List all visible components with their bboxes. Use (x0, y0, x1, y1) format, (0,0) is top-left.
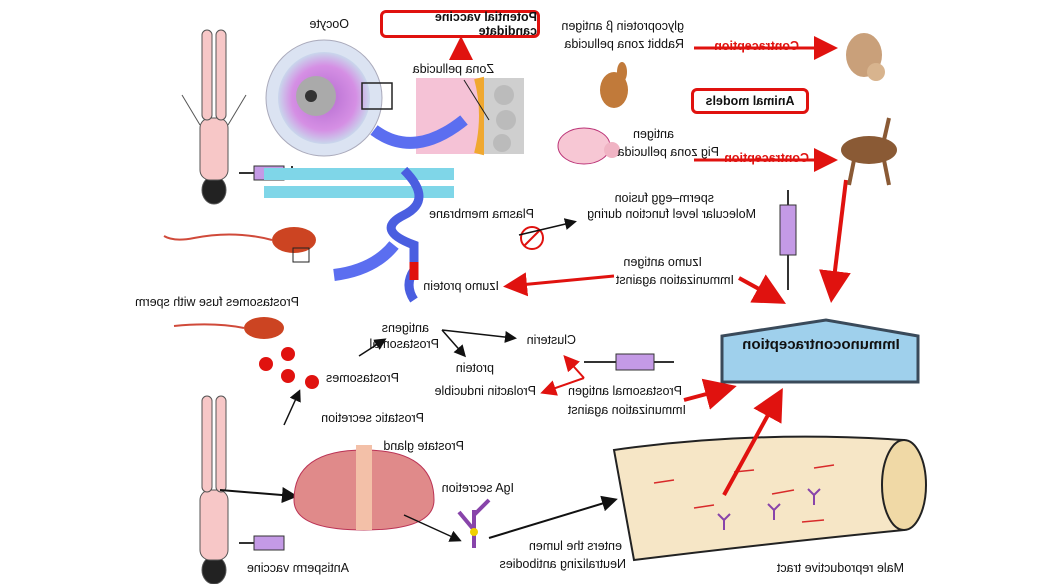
sperm-egg-fusion-label: sperm–egg fusion (614, 191, 714, 205)
male-tract-label: Male reproductive tract (776, 561, 904, 575)
prostasomal-label: Prostasomal (369, 337, 439, 351)
prostate-gland-label: Prostate gland (383, 439, 464, 453)
antigen-label: antigen (632, 127, 674, 141)
izumo-protein-label: Izumo protein (423, 279, 499, 293)
arrow-tract-to-immuno (722, 387, 783, 496)
rabbit-icon (600, 62, 628, 108)
prostasomal-antigen-label: Prostasomal antigen (568, 384, 682, 398)
plasma-membrane-label: Plasma membrane (429, 207, 534, 221)
membrane-icon (264, 166, 454, 303)
prostasomes-fuse-label: Prostasomes fuse with sperm (135, 295, 299, 309)
clusterin-label: Clusterin (526, 333, 576, 347)
prostasomes-icon (173, 317, 319, 389)
syringe-icon (239, 535, 285, 551)
pig-icon (557, 127, 620, 165)
prolactin-inducible-label: Prolactin inducible (434, 384, 536, 398)
animal-models-box: Animal models (691, 88, 809, 114)
immunization-against-label-1: Immunization against (615, 273, 734, 287)
antibody-icon (457, 498, 491, 548)
male-tract-icon (612, 435, 927, 562)
immunocontraception-box (720, 318, 920, 384)
enters-lumen-label: enters the lumen (528, 539, 622, 553)
prostatic-secretion-label: Prostatic secretion (321, 411, 424, 425)
deer-icon (846, 33, 885, 81)
prostasomes-label: Prostasomes (326, 371, 399, 385)
antisperm-vaccine-label: Antisperm vaccine (246, 561, 349, 575)
oocyte-label: Oocyte (309, 17, 349, 31)
male-figure-icon (199, 395, 229, 584)
syringe-icon (779, 190, 797, 290)
iga-secretion-label: IgA secretion (441, 481, 514, 495)
oocyte-icon (265, 39, 393, 157)
arrow-to-izumo (503, 272, 615, 297)
prostate-icon (293, 445, 435, 531)
arrow-animal-to-immuno (819, 179, 851, 303)
syringe-icon (584, 353, 674, 371)
molecular-level-label: Molecular level function during (587, 207, 756, 221)
blue-zoom-arrow (370, 115, 468, 149)
rabbit-zp-label: Rabbit zona pellucida (564, 37, 684, 51)
neutralizing-antibodies-label: Neutralizing antibodies (499, 557, 626, 571)
zona-pellucida-label: Zona pellucida (412, 62, 494, 76)
immunization-against-label-2: Immunization against (567, 403, 686, 417)
female-figure-icon (181, 29, 247, 205)
izumo-antigen-label: Izumo antigen (623, 255, 702, 269)
immunocontraception-label: Immunocontraception (742, 336, 900, 353)
horse-icon (841, 117, 897, 186)
protein-label: protein (455, 361, 494, 375)
antigens-label: antigens (381, 321, 429, 335)
contraception-label-2: Contraception (724, 151, 809, 165)
contraception-label-1: Contraception (714, 39, 799, 53)
sperm-icon (163, 227, 316, 263)
pig-zp-label: Pig zona pellucida (617, 145, 719, 159)
potential-vaccine-box: Potential vaccine candidate (380, 10, 540, 38)
glycoprotein-label: glycoprotein β antigen (561, 19, 684, 33)
